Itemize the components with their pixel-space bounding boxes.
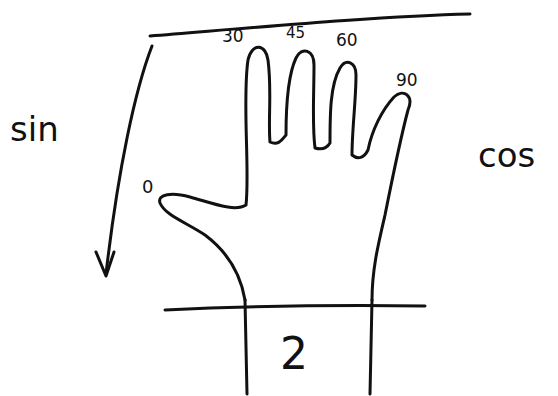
top-line bbox=[150, 14, 470, 36]
angle-label: 60 bbox=[336, 32, 358, 49]
angle-label: 90 bbox=[396, 72, 418, 89]
wrist-line bbox=[370, 300, 372, 394]
sin-label: sin bbox=[10, 112, 59, 146]
wrist-crossline bbox=[165, 306, 425, 310]
hand-outline bbox=[160, 47, 410, 300]
angle-label: 0 bbox=[142, 178, 153, 196]
arrow-head bbox=[96, 252, 114, 276]
sin-arrow bbox=[106, 46, 152, 274]
value-label: 2 bbox=[280, 332, 308, 376]
cos-label: cos bbox=[478, 138, 535, 172]
angle-label: 30 bbox=[222, 28, 244, 45]
angle-label: 45 bbox=[286, 26, 305, 41]
wrist-line bbox=[245, 300, 247, 394]
